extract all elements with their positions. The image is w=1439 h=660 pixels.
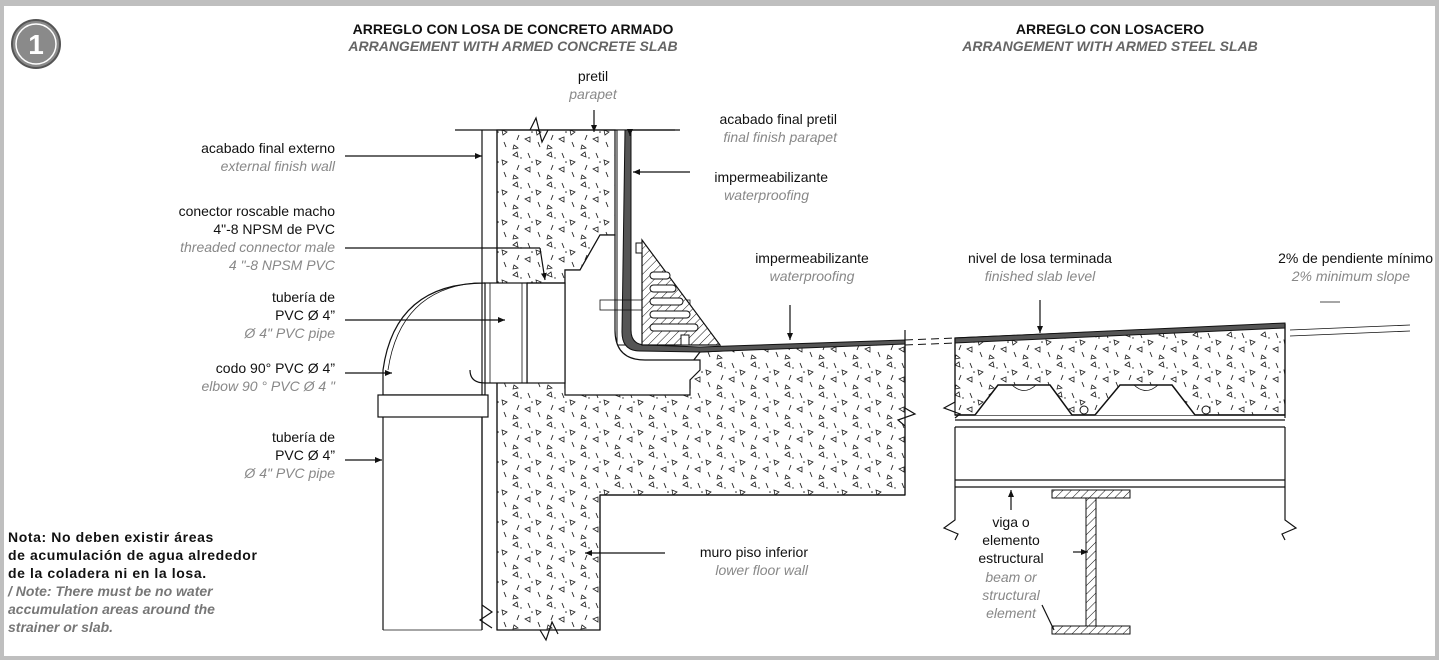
beam-top-flange: [1051, 489, 1131, 499]
pvc-pipe-horizontal: [484, 282, 528, 384]
left-title-es: ARREGLO CON LOSA DE CONCRETO ARMADO: [353, 21, 674, 37]
note-en-line2: accumulation areas around the: [8, 601, 215, 617]
label-acabado-pretil-en: final finish parapet: [723, 129, 838, 145]
concrete-slab-detail: [377, 116, 917, 642]
strainer-body: [564, 234, 701, 396]
label-imper-top-es: impermeabilizante: [714, 169, 828, 185]
label-tuberia-top-en: Ø 4" PVC pipe: [243, 325, 335, 341]
step-number: 1: [28, 29, 44, 60]
label-tuberia-top-es2: PVC Ø 4”: [275, 307, 335, 323]
label-viga-es3: estructural: [978, 550, 1043, 566]
label-viga-en3: element: [986, 605, 1037, 621]
left-title-en: ARRANGEMENT WITH ARMED CONCRETE SLAB: [347, 38, 677, 54]
label-conector-es2: 4"-8 NPSM de PVC: [213, 221, 335, 237]
label-conector-en2: 4 "-8 NPSM PVC: [229, 257, 336, 273]
label-imper-slab-en: waterproofing: [770, 268, 855, 284]
beam-bottom-flange: [1051, 625, 1131, 635]
label-imper-top-en: waterproofing: [724, 187, 809, 203]
threaded-connector: [526, 282, 566, 384]
note-es-line3: de la coladera ni en la losa.: [8, 565, 207, 581]
label-viga-en2: structural: [982, 587, 1040, 603]
label-codo-es: codo 90° PVC Ø 4”: [216, 360, 336, 376]
label-tuberia-bottom-es2: PVC Ø 4”: [275, 447, 335, 463]
note-block: Nota: No deben existir áreas de acumulac…: [7, 529, 258, 635]
label-pretil-es: pretil: [578, 68, 608, 84]
steel-deck-profile: [955, 384, 1285, 416]
slab-and-wall-concrete: [496, 341, 906, 631]
label-tuberia-bottom-en: Ø 4" PVC pipe: [243, 465, 335, 481]
label-acabado-externo-en: external finish wall: [221, 158, 336, 174]
right-title-en: ARRANGEMENT WITH ARMED STEEL SLAB: [961, 38, 1258, 54]
pipe-coupling: [377, 394, 489, 418]
note-es-line2: de acumulación de agua alrededor: [8, 547, 258, 563]
note-en-line1: / Note: There must be no water: [7, 583, 214, 599]
label-viga-en1: beam or: [985, 569, 1038, 585]
label-tuberia-top-es1: tubería de: [272, 289, 335, 305]
note-en-line3: strainer or slab.: [8, 619, 113, 635]
leaders: [345, 110, 1340, 631]
label-conector-en1: threaded connector male: [180, 239, 335, 255]
label-pretil-en: parapet: [568, 86, 618, 102]
note-es-line1: Nota: No deben existir áreas: [8, 529, 214, 545]
label-imper-slab-es: impermeabilizante: [755, 250, 869, 266]
label-acabado-pretil-es: acabado final pretil: [719, 111, 837, 127]
beam-web: [1085, 497, 1097, 627]
label-pendiente-en: 2% minimum slope: [1291, 268, 1410, 284]
label-nivel-losa-en: finished slab level: [985, 268, 1096, 284]
label-tuberia-bottom-es1: tubería de: [272, 429, 335, 445]
step-badge: 1: [11, 19, 61, 69]
right-title-es: ARREGLO CON LOSACERO: [1016, 21, 1204, 37]
pvc-elbow: [382, 282, 486, 396]
label-codo-en: elbow 90 ° PVC Ø 4 ": [201, 378, 336, 394]
label-pendiente-es: 2% de pendiente mínimo: [1278, 250, 1433, 266]
steel-deck-detail: [942, 322, 1411, 635]
label-muro-en: lower floor wall: [715, 562, 808, 578]
label-viga-es2: elemento: [982, 532, 1040, 548]
label-muro-es: muro piso inferior: [700, 544, 808, 560]
label-conector-es1: conector roscable macho: [179, 203, 336, 219]
label-acabado-externo-es: acabado final externo: [201, 140, 335, 156]
label-viga-es1: viga o: [992, 514, 1030, 530]
label-nivel-losa-es: nivel de losa terminada: [968, 250, 1112, 266]
